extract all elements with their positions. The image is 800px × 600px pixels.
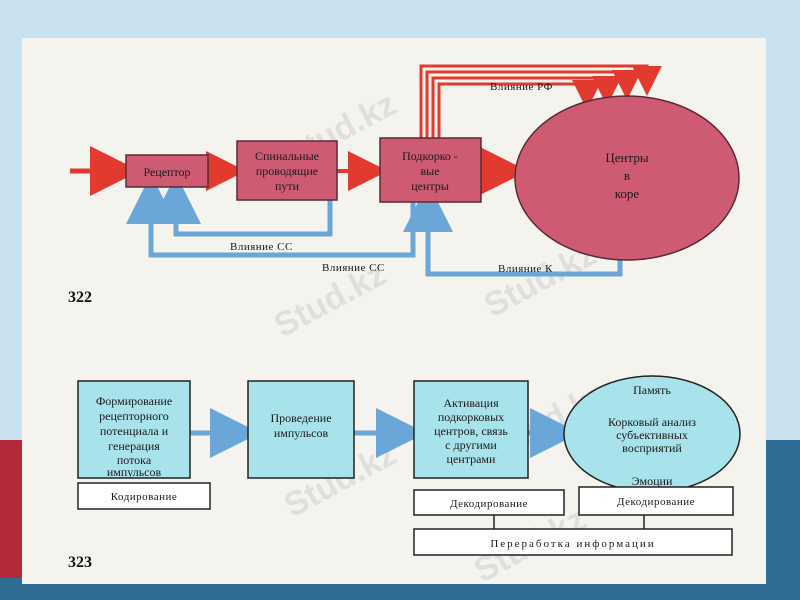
analysis-label-line2: субъективных [616, 428, 688, 442]
subcortical-label-line2: вые [420, 164, 439, 178]
influence-k-label: Влияние К [498, 263, 553, 275]
activation-label-line2: подкорковых [438, 410, 504, 424]
activation-box [413, 380, 529, 479]
activation-label-line4: с другими [445, 438, 497, 452]
slide-blue-band [765, 440, 800, 600]
subcortical-label-line3: центры [411, 179, 449, 193]
spinal-label-line2: проводящие [256, 164, 318, 178]
decoding-label-1: Декодирование [450, 498, 528, 510]
figure-number-323: 323 [68, 554, 92, 571]
formation-label-line2: рецепторного [99, 409, 169, 423]
figure-number-322: 322 [68, 289, 92, 306]
conduction-label-line2: импульсов [274, 426, 329, 440]
rf-arrow-3 [431, 76, 622, 138]
spinal-label-line1: Спинальные [255, 149, 319, 163]
cortex-label-line3: коре [615, 186, 640, 201]
analysis-label-line1: Корковый анализ [608, 415, 696, 429]
analysis-label-line3: восприятий [622, 441, 682, 455]
decoding-box-2 [578, 486, 734, 516]
cortex-label-line1: Центры [605, 150, 648, 165]
receptor-label: Рецептор [143, 165, 190, 179]
influence-rf-label: Влияние РФ [490, 81, 553, 93]
formation-label-line3: потенциала и [100, 424, 169, 438]
formation-label-line6: импульсов [107, 465, 162, 479]
rf-arrow-2 [425, 70, 642, 138]
book-page: Stud.kz Stud.kz Stud.kz Stud.kz Stud.kz … [22, 38, 766, 584]
emotions-label: Эмоции [632, 474, 673, 488]
spinal-label-line3: пути [275, 179, 300, 193]
cortex-label-line2: в [624, 168, 630, 183]
formation-label-line5: потока [117, 453, 152, 467]
rf-arrow-4 [437, 80, 602, 138]
slide-top-band [0, 0, 800, 40]
influence-ss-outer-label: Влияние СС [322, 262, 385, 274]
activation-label-line5: центрами [447, 452, 496, 466]
feedback-arrow-k [403, 182, 623, 277]
feedback-arrow-ss-inner [151, 174, 333, 237]
formation-label-line4: генерация [108, 439, 160, 453]
conduction-box [247, 380, 355, 479]
cortex-centers-ellipse [514, 95, 740, 261]
formation-label-line1: Формирование [96, 394, 172, 408]
receptor-box [125, 154, 209, 188]
activation-label-line3: центров, связь [434, 424, 508, 438]
decoding-label-2: Декодирование [617, 496, 695, 508]
subcortical-label-line1: Подкорко - [402, 149, 458, 163]
conduction-label-line1: Проведение [270, 411, 331, 425]
activation-label-line1: Активация [443, 396, 499, 410]
formation-box [77, 380, 191, 479]
diagram-322: Рецептор Спинальные проводящие пути Подк… [68, 64, 740, 306]
diagram-canvas: Stud.kz Stud.kz Stud.kz Stud.kz Stud.kz … [68, 64, 741, 584]
influence-ss-inner-label: Влияние СС [230, 241, 293, 253]
decoding-box-1 [413, 489, 565, 516]
processing-label: Переработка информации [490, 538, 655, 550]
coding-label: Кодирование [111, 491, 178, 503]
coding-box [77, 482, 211, 510]
spinal-pathways-box [236, 140, 338, 201]
memory-label: Память [633, 383, 671, 397]
rf-arrow-1 [419, 64, 662, 138]
diagram-323: Формирование рецепторного потенциала и г… [68, 375, 741, 571]
processing-box [413, 528, 733, 556]
subcortical-centers-box [379, 137, 482, 203]
